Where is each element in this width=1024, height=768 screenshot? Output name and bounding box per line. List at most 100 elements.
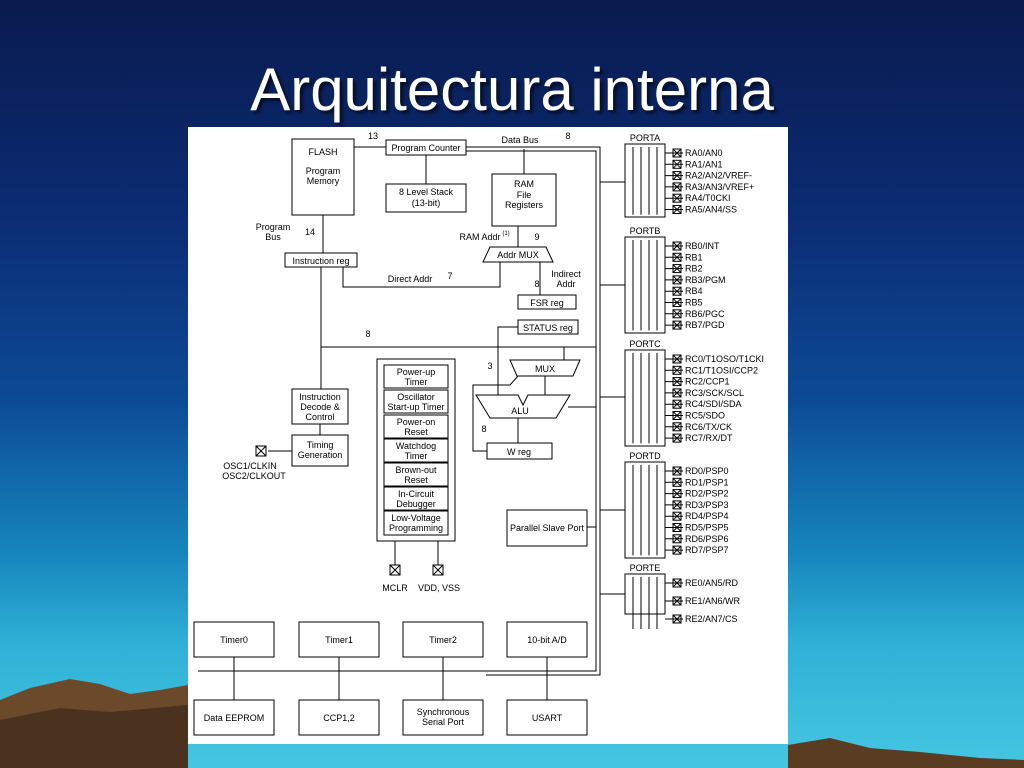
peripheral-links (233, 657, 548, 700)
program-bus-label-2: Bus (265, 232, 281, 242)
pc-label: Program Counter (391, 143, 460, 153)
pin-pad-cross (672, 298, 682, 307)
mux-label: MUX (535, 364, 555, 374)
port-name-portd: PORTD (629, 451, 661, 461)
port-name-porte: PORTE (630, 563, 661, 573)
sf-7a: Low-Voltage (391, 513, 441, 523)
direct-addr-label: Direct Addr (388, 274, 433, 284)
sf-7b: Programming (389, 523, 443, 533)
timing-label-1: Timing (307, 440, 334, 450)
block-diagram-panel: FLASH Program Memory Program Counter 8 L… (188, 127, 788, 744)
w-reg-label: W reg (507, 447, 531, 457)
pin-pad-cross (672, 171, 682, 180)
special-functions-outer (376, 358, 456, 542)
width-data-path: 8 (365, 329, 370, 339)
pin-pad-cross (672, 388, 682, 398)
timer0-label: Timer0 (220, 635, 248, 645)
data-bus-line-2 (198, 150, 597, 672)
pin-label: RB2 (685, 264, 703, 274)
pin-pad-cross (672, 275, 682, 285)
ssp-label-2: Serial Port (422, 717, 465, 727)
pin-pad-cross (672, 252, 682, 262)
pin-pad-cross (672, 309, 682, 319)
pin-label: RA5/AN4/SS (685, 205, 737, 215)
pin-label: RD4/PSP4 (685, 511, 729, 521)
mclr-pin-cross (389, 564, 401, 576)
mclr-label: MCLR (382, 583, 408, 593)
pin-label: RA0/AN0 (685, 148, 723, 158)
pin-pad-cross (672, 422, 682, 432)
sf-2b: Start-up Timer (387, 402, 444, 412)
pin-pad-cross (672, 148, 682, 158)
ram-label: RAM (514, 179, 534, 189)
pin-label: RB4 (685, 286, 703, 296)
pin-pad-cross (672, 489, 682, 498)
data-bus-line (466, 146, 601, 676)
port-name-portc: PORTC (629, 339, 661, 349)
pin-pad-icon (672, 433, 682, 443)
block-diagram: FLASH Program Memory Program Counter 8 L… (193, 131, 764, 736)
sf-5b: Reset (404, 475, 428, 485)
pin-label: RD0/PSP0 (685, 466, 729, 476)
mux-shape (509, 359, 581, 377)
flash-label: FLASH (308, 147, 337, 157)
portc-block (624, 349, 666, 447)
psp-label: Parallel Slave Port (510, 523, 585, 533)
sf-1b: Timer (405, 377, 428, 387)
alu-shape (475, 394, 571, 419)
pin-pad-icon (672, 411, 682, 420)
pin-pad-icon (672, 264, 682, 274)
porte-block (624, 573, 666, 615)
addr-mux-label: Addr MUX (497, 250, 539, 260)
pin-pad-icon (672, 298, 682, 307)
pin-label: RC5/SDO (685, 411, 725, 421)
pin-label: RC3/SCK/SCL (685, 388, 744, 398)
special-function-6 (383, 486, 449, 511)
pin-label: RD2/PSP2 (685, 489, 729, 499)
pin-pad-cross (672, 411, 682, 420)
porta-block (624, 143, 666, 218)
pin-pad-icon (672, 477, 682, 487)
pin-pad-icon (672, 365, 682, 375)
special-function-5 (383, 462, 449, 487)
pin-pad-icon (672, 388, 682, 398)
eeprom-label: Data EEPROM (204, 713, 265, 723)
pin-label: RB5 (685, 298, 703, 308)
timer1-label: Timer1 (325, 635, 353, 645)
pin-pad-icon (672, 596, 682, 606)
pin-label: RA2/AN2/VREF- (685, 171, 752, 181)
ssp-label-1: Synchronous (417, 707, 470, 717)
program-bus-label-1: Program (256, 222, 291, 232)
pin-label: RA3/AN3/VREF+ (685, 182, 754, 192)
pin-pad-icon (672, 241, 682, 251)
osc-pin-cross (255, 445, 267, 457)
port-name-porta: PORTA (630, 133, 660, 143)
pin-label: RB1 (685, 252, 703, 262)
decode-label-2: Decode & (300, 402, 340, 412)
pin-pad-icon (672, 523, 682, 532)
ram-addr-sup: (1) (502, 231, 509, 237)
pin-pad-cross (672, 264, 682, 273)
pin-pad-cross (672, 320, 682, 330)
mountain-left-shade (0, 705, 188, 768)
osc-label-1: OSC1/CLKIN (223, 461, 277, 471)
ram-addr-label: RAM Addr (459, 232, 500, 242)
width-ram-addr: 9 (534, 232, 539, 242)
pin-label: RA1/AN1 (685, 159, 723, 169)
stack-label-2: (13-bit) (412, 198, 441, 208)
pin-label: RE0/AN5/RD (685, 578, 739, 588)
pin-label: RC1/T1OSI/CCP2 (685, 365, 758, 375)
width-direct-addr: 7 (447, 271, 452, 281)
mountain-right (788, 738, 1024, 768)
parallel-slave-port-block (506, 509, 588, 547)
timing-label-2: Generation (298, 450, 343, 460)
flash-label-3: Memory (307, 176, 340, 186)
pin-pad-cross (672, 354, 682, 364)
fsr-reg-block (517, 294, 577, 310)
pin-pad-icon (672, 500, 682, 510)
instruction-reg-label: Instruction reg (292, 256, 349, 266)
pin-pad-cross (672, 241, 682, 251)
pin-label: RB0/INT (685, 241, 720, 251)
pin-pad-icon (672, 422, 682, 432)
sf-4b: Timer (405, 451, 428, 461)
